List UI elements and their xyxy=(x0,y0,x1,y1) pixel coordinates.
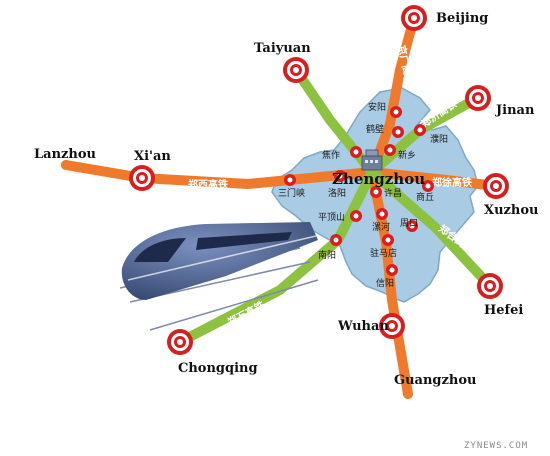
label-lanzhou: Lanzhou xyxy=(34,147,96,162)
watermark: ZYNEWS.COM xyxy=(464,441,528,451)
line-zhengxu xyxy=(367,167,501,191)
label-zhumadian: 驻马店 xyxy=(370,247,397,259)
line-zhenghe xyxy=(367,167,495,291)
label-hebi: 鹤壁 xyxy=(366,123,384,135)
marker-anyang xyxy=(390,106,402,118)
marker-puyang xyxy=(414,124,426,136)
marker-zhoukou xyxy=(406,220,418,232)
label-pingdingshan: 平顶山 xyxy=(318,212,345,223)
marker-nanyang xyxy=(330,234,342,246)
henan-city-markers xyxy=(284,106,434,276)
label-nanyang: 南阳 xyxy=(318,249,336,261)
label-xuchang: 许昌 xyxy=(384,187,402,199)
label-luohe: 漯河 xyxy=(372,221,390,233)
marker-xuzhou xyxy=(483,173,509,199)
marker-jiaozuo xyxy=(350,146,362,158)
marker-luoyang xyxy=(334,170,346,182)
marker-zhumadian xyxy=(382,234,394,246)
label-wuhan: Wuhan xyxy=(337,319,389,334)
label-taiyuan: Taiyuan xyxy=(254,41,311,56)
line-zhengwan xyxy=(175,167,377,347)
label-xian: Xi'an xyxy=(134,149,171,164)
marker-guangzhou xyxy=(403,389,413,399)
marker-taiyuan xyxy=(283,57,309,83)
marker-hebi xyxy=(392,126,404,138)
marker-jinan xyxy=(465,85,491,111)
marker-xinyang xyxy=(386,264,398,276)
label-jinan: Jinan xyxy=(495,103,535,118)
label-hefei: Hefei xyxy=(484,303,523,318)
marker-luohe xyxy=(376,208,388,220)
label-xinyang: 信阳 xyxy=(376,277,394,289)
label-sanmenxia: 三门峡 xyxy=(278,187,305,199)
label-zhoukou: 周口 xyxy=(400,218,418,229)
label-guangzhou: Guangzhou xyxy=(394,373,476,388)
line-zhengxi xyxy=(137,167,377,190)
marker-shangqiu xyxy=(422,180,434,192)
line-jinggang-north xyxy=(367,13,419,177)
label-beijing: Beijing xyxy=(436,11,488,26)
marker-wuhan xyxy=(379,313,405,339)
marker-xinxiang xyxy=(384,144,396,156)
label-shangqiu: 商丘 xyxy=(416,191,434,203)
line-label-zhengxi: 郑西高铁 xyxy=(188,178,228,191)
city-markers xyxy=(61,5,509,399)
marker-xuchang xyxy=(370,186,382,198)
label-xuzhou: Xuzhou xyxy=(484,203,539,218)
marker-chongqing xyxy=(167,329,193,355)
label-chongqing: Chongqing xyxy=(178,361,258,376)
marker-lanzhou xyxy=(61,160,71,170)
marker-beijing xyxy=(401,5,427,31)
line-label-zhengxu: 郑徐高铁 xyxy=(432,176,472,189)
marker-pingdingshan xyxy=(350,210,362,222)
city-labels-en: Zhengzhou Beijing Taiyuan Jinan Lanzhou … xyxy=(34,11,539,388)
label-puyang: 濮阳 xyxy=(430,133,448,145)
label-jiaozuo: 焦作 xyxy=(322,149,340,161)
railway-station-building-icon xyxy=(361,149,383,171)
label-zhengzhou: Zhengzhou xyxy=(332,170,425,188)
marker-hefei xyxy=(477,273,503,299)
label-anyang: 安阳 xyxy=(368,101,386,113)
marker-sanmenxia xyxy=(284,174,296,186)
city-labels-cn: 安阳 鹤壁 濮阳 新乡 焦作 三门峡 洛阳 许昌 商丘 平顶山 漯河 周口 南阳… xyxy=(278,101,448,289)
high-speed-train-icon xyxy=(119,222,319,331)
marker-xian xyxy=(129,165,155,191)
label-xinxiang: 新乡 xyxy=(398,149,416,161)
label-luoyang: 洛阳 xyxy=(328,187,346,199)
